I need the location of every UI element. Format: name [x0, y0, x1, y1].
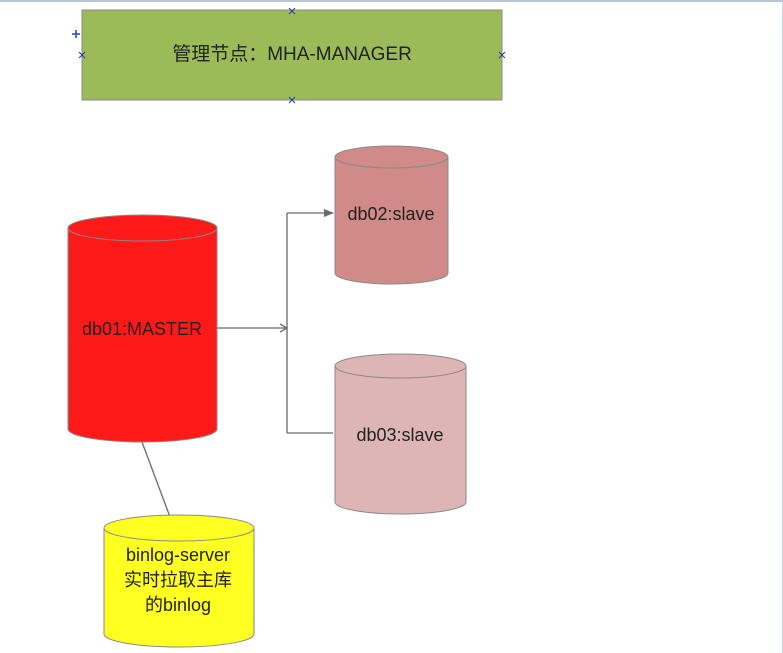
manager-label: 管理节点：MHA-MANAGER	[172, 43, 412, 65]
binlog-label-line-1: binlog-server	[126, 545, 230, 565]
binlog-body	[103, 528, 255, 648]
handle-bottom[interactable]	[288, 96, 296, 104]
db02-top	[334, 145, 449, 169]
handle-right[interactable]	[498, 51, 506, 59]
db03-cylinder[interactable]: db03:slave	[334, 353, 467, 515]
manager-box	[81, 9, 503, 101]
db03-body	[334, 366, 467, 515]
manager-node[interactable]: 管理节点：MHA-MANAGER	[72, 7, 506, 104]
connectors	[141, 209, 334, 526]
db03-top	[334, 353, 467, 379]
handle-top[interactable]	[288, 7, 296, 15]
master-body	[67, 228, 218, 443]
move-cursor-icon	[72, 30, 80, 38]
db02-body	[334, 157, 449, 285]
to-binlog-connector	[141, 441, 174, 526]
master-cylinder[interactable]: db01:MASTER	[67, 214, 218, 443]
selection-handles[interactable]	[72, 7, 506, 104]
binlog-label-line-2: 实时拉取主库	[124, 570, 232, 590]
master-label: db01:MASTER	[82, 319, 202, 339]
binlog-top	[103, 514, 255, 542]
binlog-label-line-3: 的binlog	[145, 595, 211, 615]
top-border	[0, 0, 783, 2]
db02-label: db02:slave	[347, 204, 434, 224]
binlog-server-cylinder[interactable]: binlog-server 实时拉取主库 的binlog	[103, 514, 255, 648]
handle-left[interactable]	[78, 51, 86, 59]
db02-cylinder[interactable]: db02:slave	[334, 145, 449, 285]
db03-label: db03:slave	[356, 425, 443, 445]
master-top	[67, 214, 218, 242]
